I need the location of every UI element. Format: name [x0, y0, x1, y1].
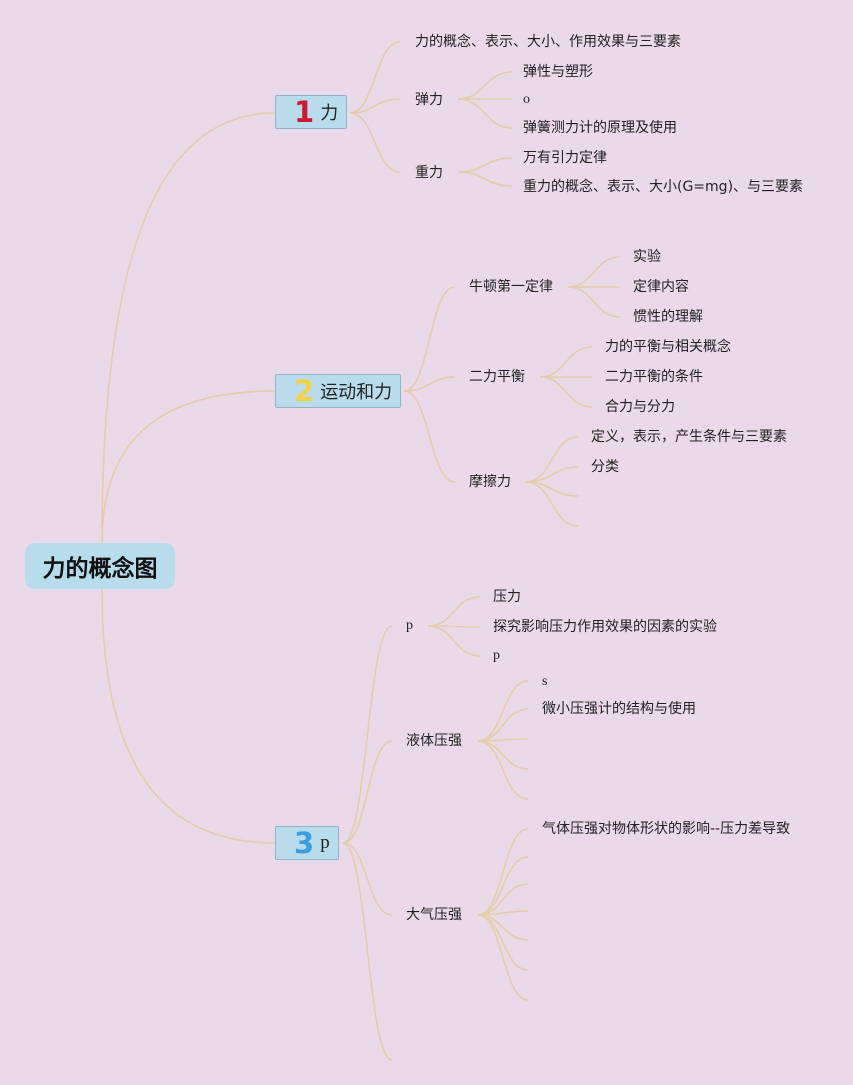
- connector-line: [477, 856, 529, 916]
- branch-node-motion[interactable]: 2 运动和力: [275, 373, 402, 408]
- subtopic[interactable]: 二力平衡的条件: [605, 369, 703, 385]
- subtopic[interactable]: 气体压强对物体形状的影响--压力差导致: [542, 821, 791, 837]
- connector-line: [457, 157, 513, 173]
- connector-line: [349, 41, 401, 114]
- subtopic[interactable]: 万有引力定律: [523, 150, 607, 166]
- connector-line: [403, 286, 456, 392]
- number-3-icon: 3: [294, 825, 315, 860]
- subtopic[interactable]: 合力与分力: [605, 399, 675, 415]
- connector-line: [427, 625, 481, 657]
- connector-line: [403, 390, 456, 483]
- topic-atmospheric-pressure[interactable]: 大气压强: [406, 907, 462, 923]
- subtopic[interactable]: 实验: [633, 249, 661, 265]
- connector-line: [477, 680, 529, 742]
- connector-line: [477, 914, 529, 1001]
- connector-line: [457, 71, 513, 100]
- subtopic[interactable]: o: [523, 92, 530, 107]
- subtopic[interactable]: 定律内容: [633, 279, 689, 295]
- connector-line: [427, 596, 481, 627]
- subtopic[interactable]: p: [493, 648, 500, 663]
- subtopic[interactable]: 微小压强计的结构与使用: [542, 701, 696, 717]
- connector-line: [342, 625, 393, 844]
- connector-line: [101, 390, 276, 544]
- topic-balance[interactable]: 二力平衡: [469, 369, 525, 385]
- root-title: 力的概念图: [42, 556, 158, 582]
- number-1-icon: 1: [294, 94, 315, 129]
- topic-liquid-pressure[interactable]: 液体压强: [406, 733, 462, 749]
- topic-gravity[interactable]: 重力: [415, 165, 443, 181]
- subtopic[interactable]: 重力的概念、表示、大小(G=mg)、与三要素: [523, 179, 804, 195]
- topic-elastic-force[interactable]: 弹力: [415, 92, 443, 108]
- connector-line: [477, 914, 529, 971]
- connector-line: [525, 436, 579, 483]
- connector-line: [567, 286, 621, 318]
- subtopic[interactable]: 弹性与塑形: [523, 64, 593, 80]
- connector-line: [403, 376, 456, 392]
- subtopic[interactable]: 惯性的理解: [633, 309, 703, 325]
- connector-line: [539, 346, 593, 378]
- connector-line: [342, 842, 393, 916]
- topic-force-concept[interactable]: 力的概念、表示、大小、作用效果与三要素: [415, 34, 681, 50]
- branch-node-pressure[interactable]: 3 p: [275, 826, 339, 860]
- connector-line: [477, 708, 529, 742]
- connector-line: [477, 740, 529, 800]
- connector-line: [525, 481, 579, 527]
- subtopic[interactable]: 分类: [591, 459, 619, 475]
- topic-newton-first-law[interactable]: 牛顿第一定律: [469, 279, 553, 295]
- connector-line: [101, 112, 276, 544]
- topic-pressure-p[interactable]: p: [406, 618, 413, 633]
- subtopic[interactable]: 探究影响压力作用效果的因素的实验: [493, 619, 717, 635]
- subtopic[interactable]: 定义，表示，产生条件与三要素: [591, 429, 787, 445]
- root-node[interactable]: 力的概念图: [25, 543, 175, 589]
- connector-line: [477, 740, 529, 770]
- subtopic[interactable]: 弹簧测力计的原理及使用: [523, 120, 677, 136]
- topic-friction[interactable]: 摩擦力: [469, 474, 511, 490]
- number-2-icon: 2: [294, 373, 315, 408]
- connector-line: [342, 842, 393, 1061]
- branch-node-force[interactable]: 1 力: [275, 94, 348, 129]
- connector-line: [457, 98, 513, 129]
- connector-line: [567, 256, 621, 288]
- subtopic[interactable]: 压力: [493, 589, 521, 605]
- branch-label: 运动和力: [320, 382, 393, 403]
- subtopic[interactable]: s: [542, 674, 548, 689]
- connector-line: [539, 376, 593, 408]
- branch-label: p: [320, 832, 330, 853]
- connector-line: [457, 171, 513, 187]
- branch-label: 力: [320, 103, 339, 124]
- subtopic[interactable]: 力的平衡与相关概念: [605, 339, 731, 355]
- connector-line: [477, 883, 529, 916]
- connector-line: [349, 112, 401, 173]
- connector-line: [477, 828, 529, 916]
- connector-line: [101, 588, 276, 844]
- connector-line: [349, 98, 401, 114]
- connector-line: [342, 740, 393, 844]
